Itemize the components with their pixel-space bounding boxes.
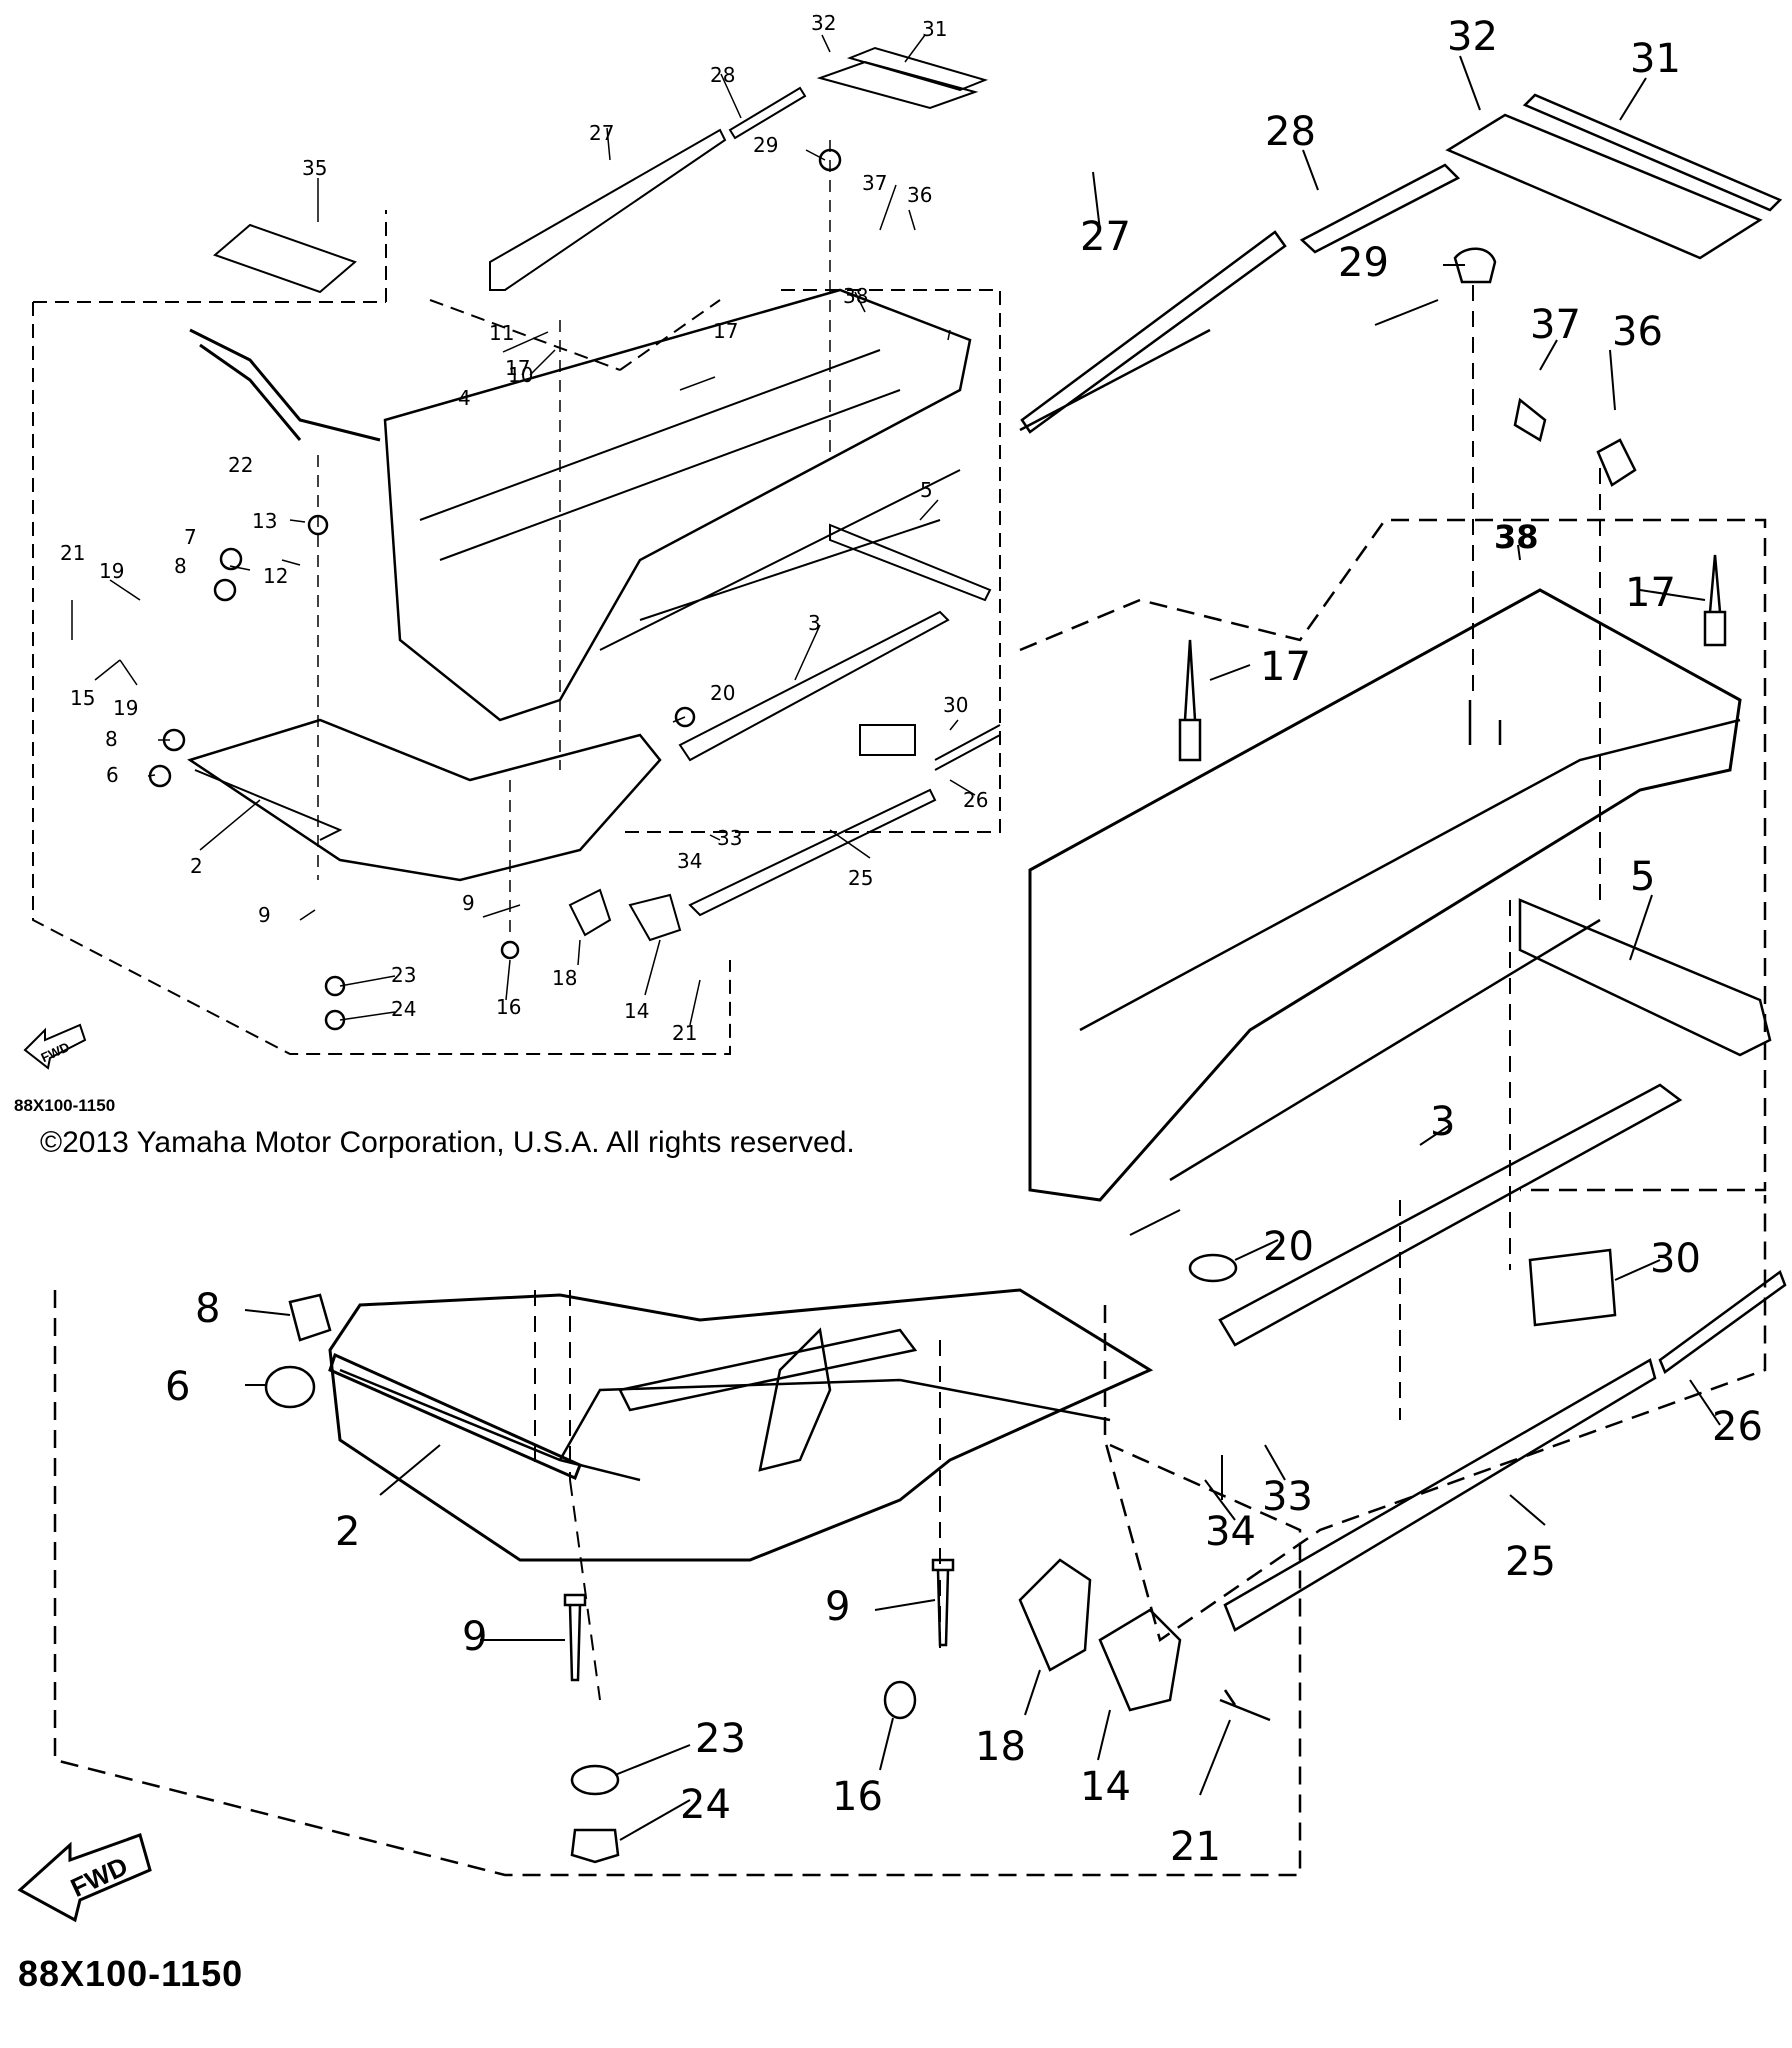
callout: 23 xyxy=(695,1716,746,1762)
callout: 37 xyxy=(1530,302,1581,348)
callout: 29 xyxy=(753,133,778,157)
callout: 14 xyxy=(624,999,649,1023)
callout: 35 xyxy=(302,156,327,180)
callout: 26 xyxy=(1712,1404,1763,1450)
callout: 34 xyxy=(677,849,702,873)
large-callouts: 32 31 28 27 29 37 36 38 17 17 5 3 20 30 … xyxy=(165,14,1763,1870)
callout: 23 xyxy=(391,963,416,987)
callout: 28 xyxy=(710,63,735,87)
small-diagram-linework xyxy=(23,34,1001,1070)
callout: 20 xyxy=(1263,1224,1314,1270)
callout: 17 xyxy=(713,319,738,343)
callout: 33 xyxy=(1262,1474,1313,1520)
part-code-small: 88X100-1150 xyxy=(14,1096,116,1115)
callout: 38 xyxy=(843,284,868,308)
callout: 31 xyxy=(922,17,947,41)
callout: 30 xyxy=(943,693,968,717)
callout: 26 xyxy=(963,788,988,812)
callout: 4 xyxy=(458,386,471,410)
callout: 17 xyxy=(1625,570,1676,616)
callout: 36 xyxy=(1612,309,1663,355)
copyright-notice: ©2013 Yamaha Motor Corporation, U.S.A. A… xyxy=(40,1126,855,1159)
callout: 32 xyxy=(811,11,836,35)
callout: 8 xyxy=(105,727,118,751)
callout: 33 xyxy=(717,826,742,850)
callout: 8 xyxy=(174,554,187,578)
callout: 10 xyxy=(508,363,533,387)
callout: 30 xyxy=(1650,1236,1701,1282)
callout: 2 xyxy=(190,854,203,878)
callout: 14 xyxy=(1080,1764,1131,1810)
callout: 29 xyxy=(1338,240,1389,286)
callout: 25 xyxy=(848,866,873,890)
callout: 7 xyxy=(184,525,197,549)
callout: 34 xyxy=(1205,1509,1256,1555)
callout: 36 xyxy=(907,183,932,207)
callout: 16 xyxy=(832,1774,883,1820)
callout: 19 xyxy=(113,696,138,720)
callout: 13 xyxy=(252,509,277,533)
callout: 17 xyxy=(1260,644,1311,690)
callout: 9 xyxy=(462,1614,487,1660)
callout: 19 xyxy=(99,559,124,583)
callout: 28 xyxy=(1265,109,1316,155)
callout: 21 xyxy=(60,541,85,565)
callout: 18 xyxy=(552,966,577,990)
callout: 11 xyxy=(489,321,514,345)
callout: 20 xyxy=(710,681,735,705)
callout: 3 xyxy=(808,611,821,635)
callout: 25 xyxy=(1505,1539,1556,1585)
callout: 17 xyxy=(505,356,530,380)
callout: 9 xyxy=(825,1584,850,1630)
callout: 15 xyxy=(70,686,95,710)
callout: 5 xyxy=(1630,854,1655,900)
callout: 8 xyxy=(195,1286,220,1332)
callout: 37 xyxy=(862,171,887,195)
callout: 5 xyxy=(920,478,933,502)
callout: 21 xyxy=(672,1021,697,1045)
callout: 24 xyxy=(680,1782,731,1828)
callout: 3 xyxy=(1430,1099,1455,1145)
small-callouts: 35 32 31 28 27 29 37 36 38 17 11 10 4 22… xyxy=(60,11,988,1045)
callout: 16 xyxy=(496,995,521,1019)
callout: 38 xyxy=(1494,518,1539,556)
large-lower-linework xyxy=(17,1209,1302,1923)
large-upper-linework xyxy=(1019,55,1787,1643)
callout: 24 xyxy=(391,997,416,1021)
callout: 12 xyxy=(263,564,288,588)
callout: 32 xyxy=(1447,14,1498,60)
callout: 27 xyxy=(1080,214,1131,260)
fwd-label-small: FWD xyxy=(39,1039,72,1065)
callout: 27 xyxy=(589,121,614,145)
callout: 21 xyxy=(1170,1824,1221,1870)
callout: 31 xyxy=(1630,36,1681,82)
part-code-large: 88X100-1150 xyxy=(18,1953,244,1994)
callout: 6 xyxy=(165,1364,190,1410)
callout: 22 xyxy=(228,453,253,477)
callout: 9 xyxy=(462,891,475,915)
callout: 6 xyxy=(106,763,119,787)
callout: 2 xyxy=(335,1509,360,1555)
callout: 18 xyxy=(975,1724,1026,1770)
callout: 9 xyxy=(258,903,271,927)
